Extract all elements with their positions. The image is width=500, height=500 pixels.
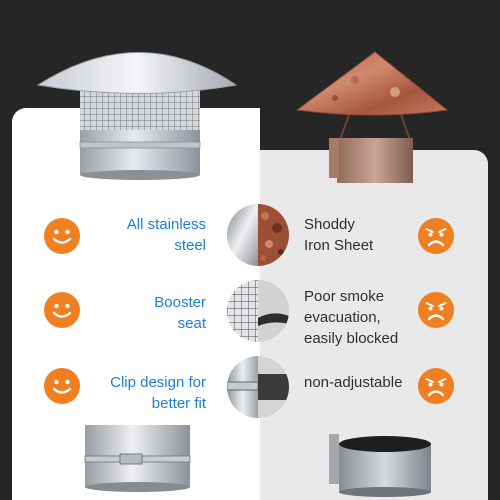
material-closeup-image [227, 204, 289, 266]
good-feature-label-3: Clip design for better fit [110, 374, 206, 412]
stainless-chimney-cap-image [36, 52, 238, 180]
good-feature-label-1: All stainless steel [126, 216, 206, 254]
good-feature-label-2: Booster seat [154, 294, 206, 332]
smiley-face-icon [44, 292, 80, 328]
smiley-face-icon [44, 218, 80, 254]
rusty-iron-cap-image [295, 51, 449, 183]
bad-feature-label-1: Shoddy Iron Sheet [304, 216, 374, 254]
bad-feature-label-2: Poor smoke evacuation, easily blocked [304, 288, 399, 347]
bad-feature-label-3: non-adjustable [304, 374, 403, 391]
clip-closeup-image [227, 356, 289, 418]
angry-face-icon [418, 368, 454, 404]
stainless-pipe-clip-image [84, 425, 191, 492]
smiley-face-icon [44, 368, 80, 404]
non-adjustable-band-image [329, 434, 431, 497]
mesh-closeup-image [227, 280, 289, 342]
angry-face-icon [418, 292, 454, 328]
angry-face-icon [418, 218, 454, 254]
